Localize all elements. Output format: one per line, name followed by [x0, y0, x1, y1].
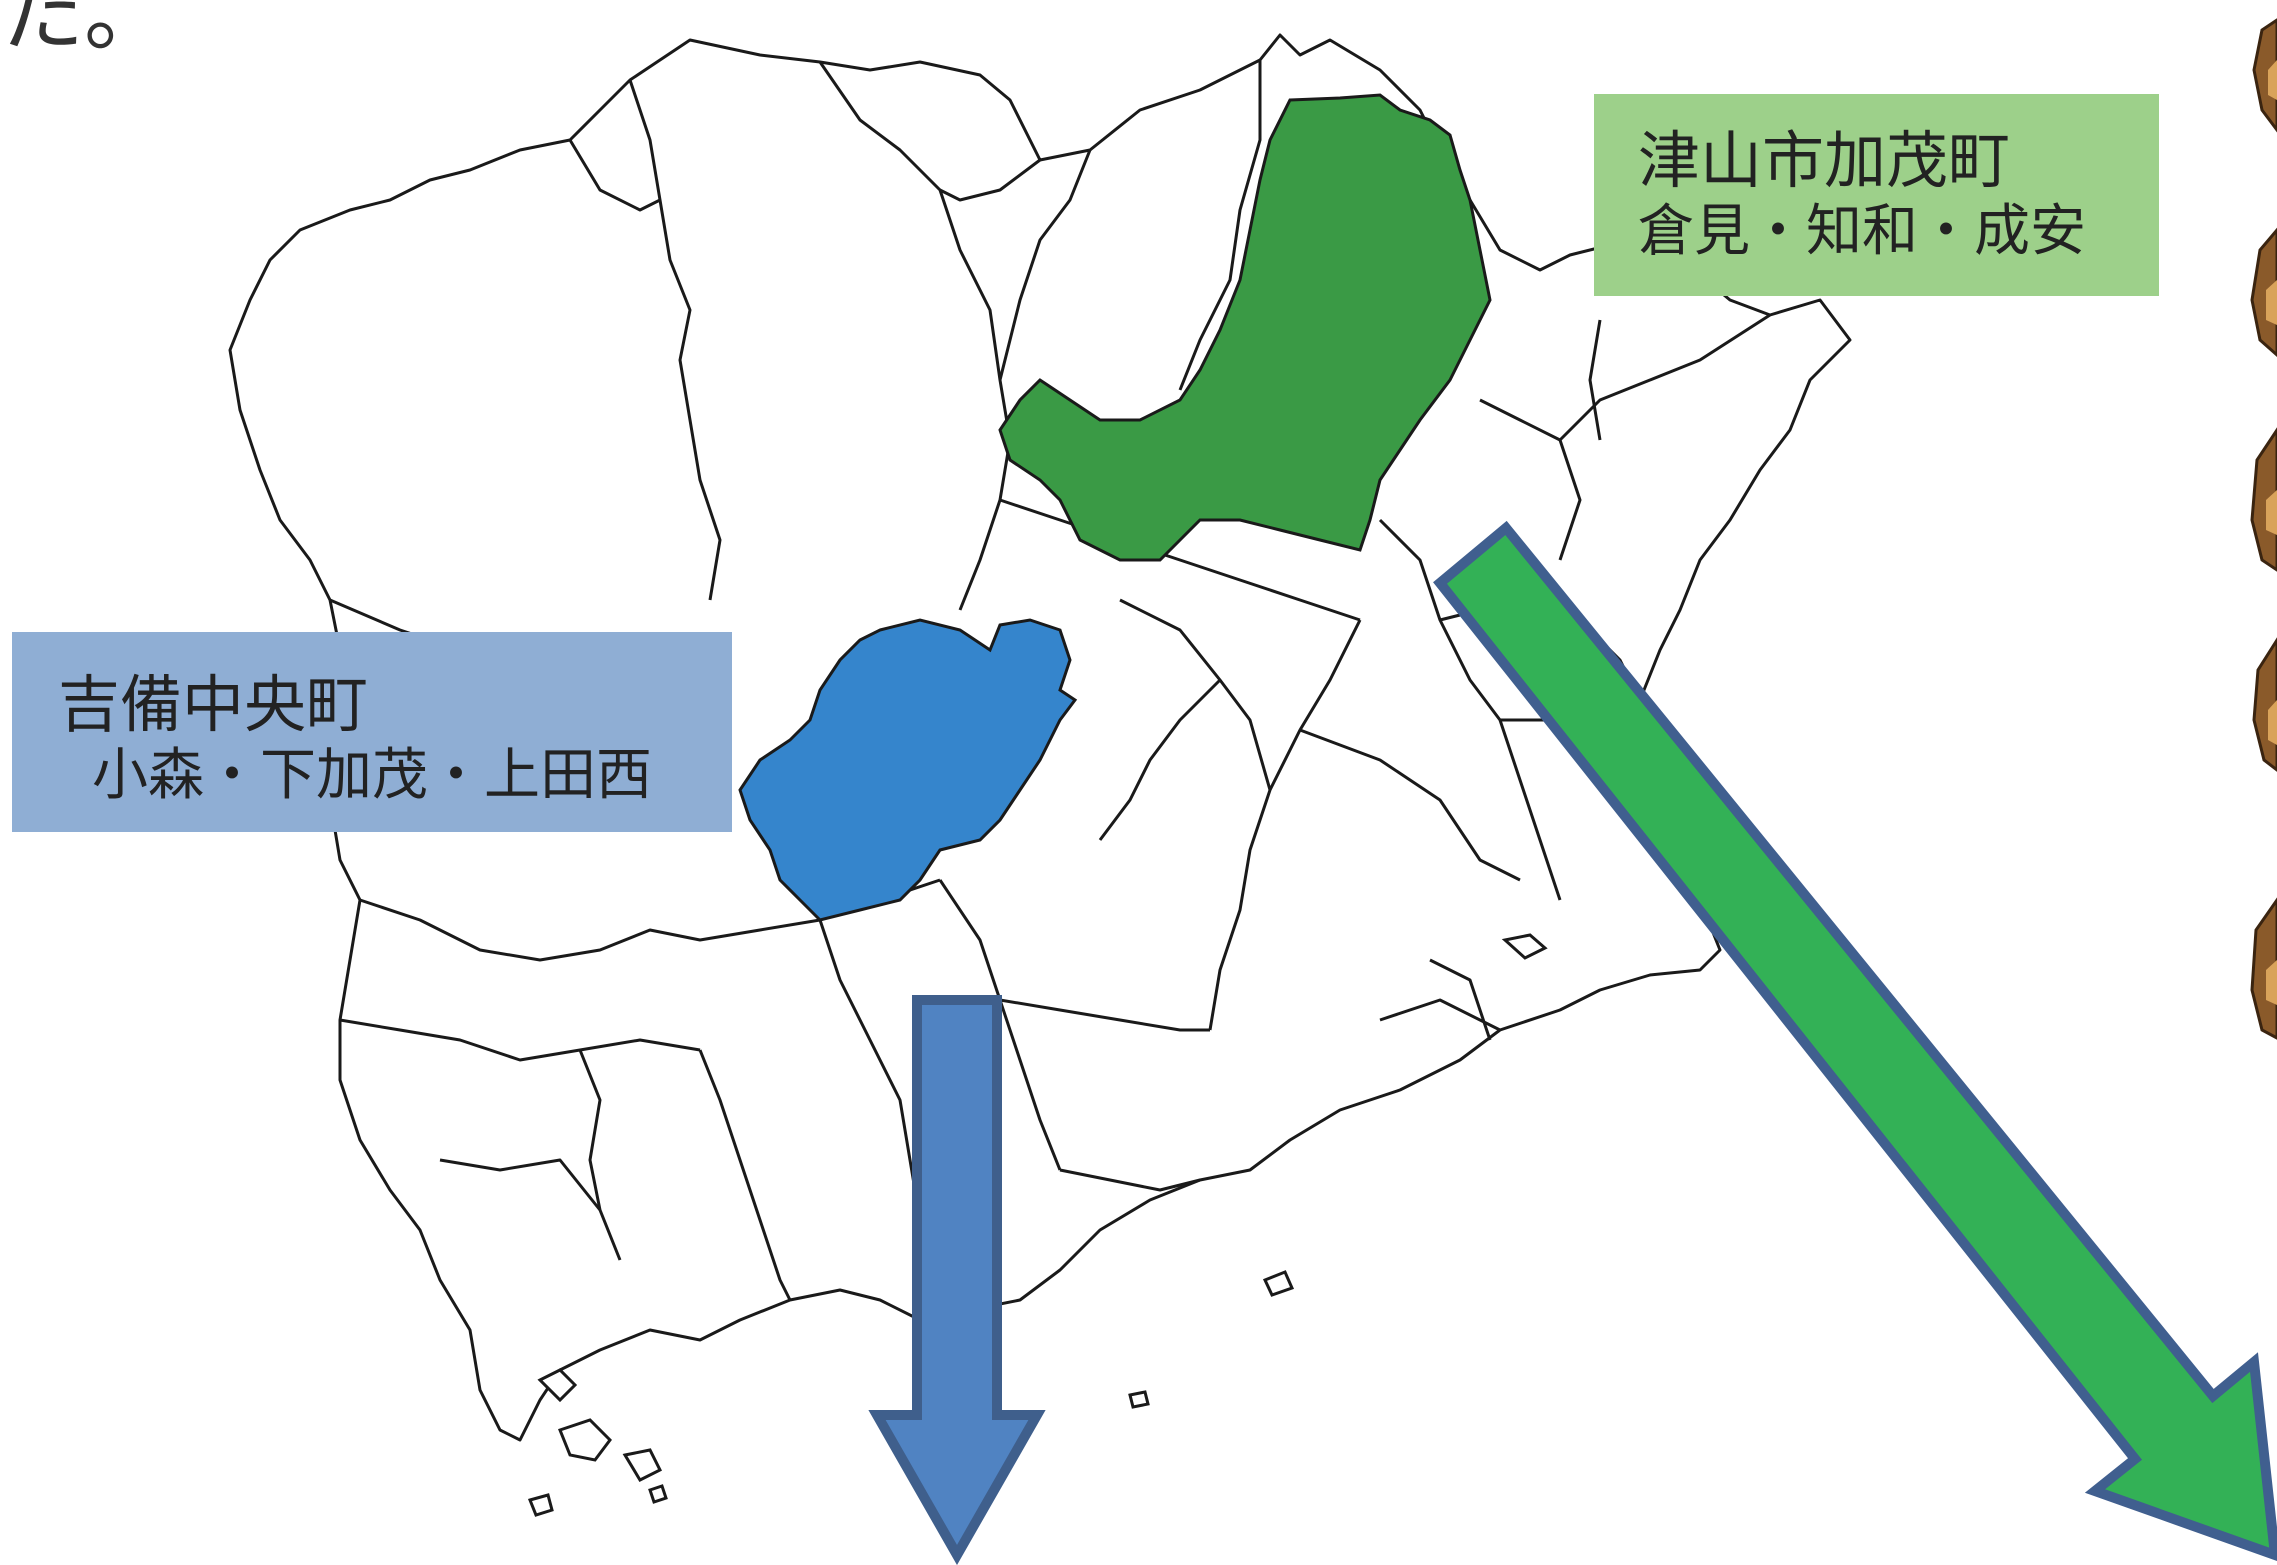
- boundary-line: [698, 1049, 792, 1301]
- boundary-line: [1098, 678, 1222, 841]
- figure-fragment: [2250, 427, 2277, 572]
- figure-highlight: [2266, 280, 2277, 325]
- island: [1501, 933, 1548, 960]
- boundary-line: [939, 158, 1041, 202]
- diagonal-arrow-green: [1433, 520, 2277, 1562]
- boundary-line: [1558, 313, 1771, 442]
- heading-fragment: た。: [0, 0, 169, 63]
- island: [1128, 1390, 1150, 1409]
- label-central-title: 吉備中央町: [58, 668, 369, 741]
- label-central: 吉備中央町 小森・下加茂・上田西: [12, 632, 732, 832]
- edge-illustration: [2250, 18, 2277, 1040]
- island: [648, 1484, 668, 1504]
- figure-fragment: [2250, 227, 2277, 358]
- figure-highlight: [2268, 60, 2277, 100]
- boundary-line: [999, 998, 1210, 1032]
- boundary-line: [999, 498, 1361, 622]
- figure-highlight: [2268, 700, 2277, 745]
- boundary-line: [1378, 518, 1562, 901]
- region-northeast-highlight: [998, 93, 1492, 562]
- island: [558, 1418, 612, 1462]
- island: [1262, 1270, 1295, 1297]
- figure-highlight: [2266, 490, 2277, 535]
- boundary-line: [998, 149, 1092, 381]
- region-central-highlight: [738, 618, 1078, 922]
- boundary-line: [1429, 958, 1492, 1041]
- island: [527, 1493, 554, 1517]
- label-northeast: 津山市加茂町 倉見・知和・成安: [1594, 94, 2159, 296]
- islands: [527, 933, 1548, 1517]
- boundary-line: [1379, 998, 1501, 1032]
- boundary-line: [1299, 728, 1521, 882]
- island: [622, 1448, 663, 1482]
- label-northeast-subtitle: 倉見・知和・成安: [1638, 199, 2086, 265]
- boundary-line: [339, 1018, 701, 1062]
- boundary-line: [1178, 60, 1262, 391]
- boundary-line: [938, 879, 1062, 1171]
- figure-fragment: [2250, 897, 2277, 1040]
- boundary-line: [628, 79, 722, 601]
- figure-highlight: [2266, 960, 2277, 1005]
- label-central-subtitle: 小森・下加茂・上田西: [92, 743, 652, 809]
- figure-fragment: [2252, 18, 2277, 133]
- boundary-line: [818, 61, 1012, 611]
- boundary-line: [578, 1049, 622, 1261]
- boundary-line: [1059, 1168, 1201, 1192]
- boundary-line: [1588, 319, 1602, 441]
- boundary-line: [568, 139, 661, 212]
- boundary-line: [439, 1158, 602, 1211]
- boundary-line: [1208, 619, 1362, 1031]
- down-arrow-blue: [868, 995, 1046, 1565]
- label-northeast-title: 津山市加茂町: [1638, 124, 2011, 197]
- island: [537, 1368, 578, 1403]
